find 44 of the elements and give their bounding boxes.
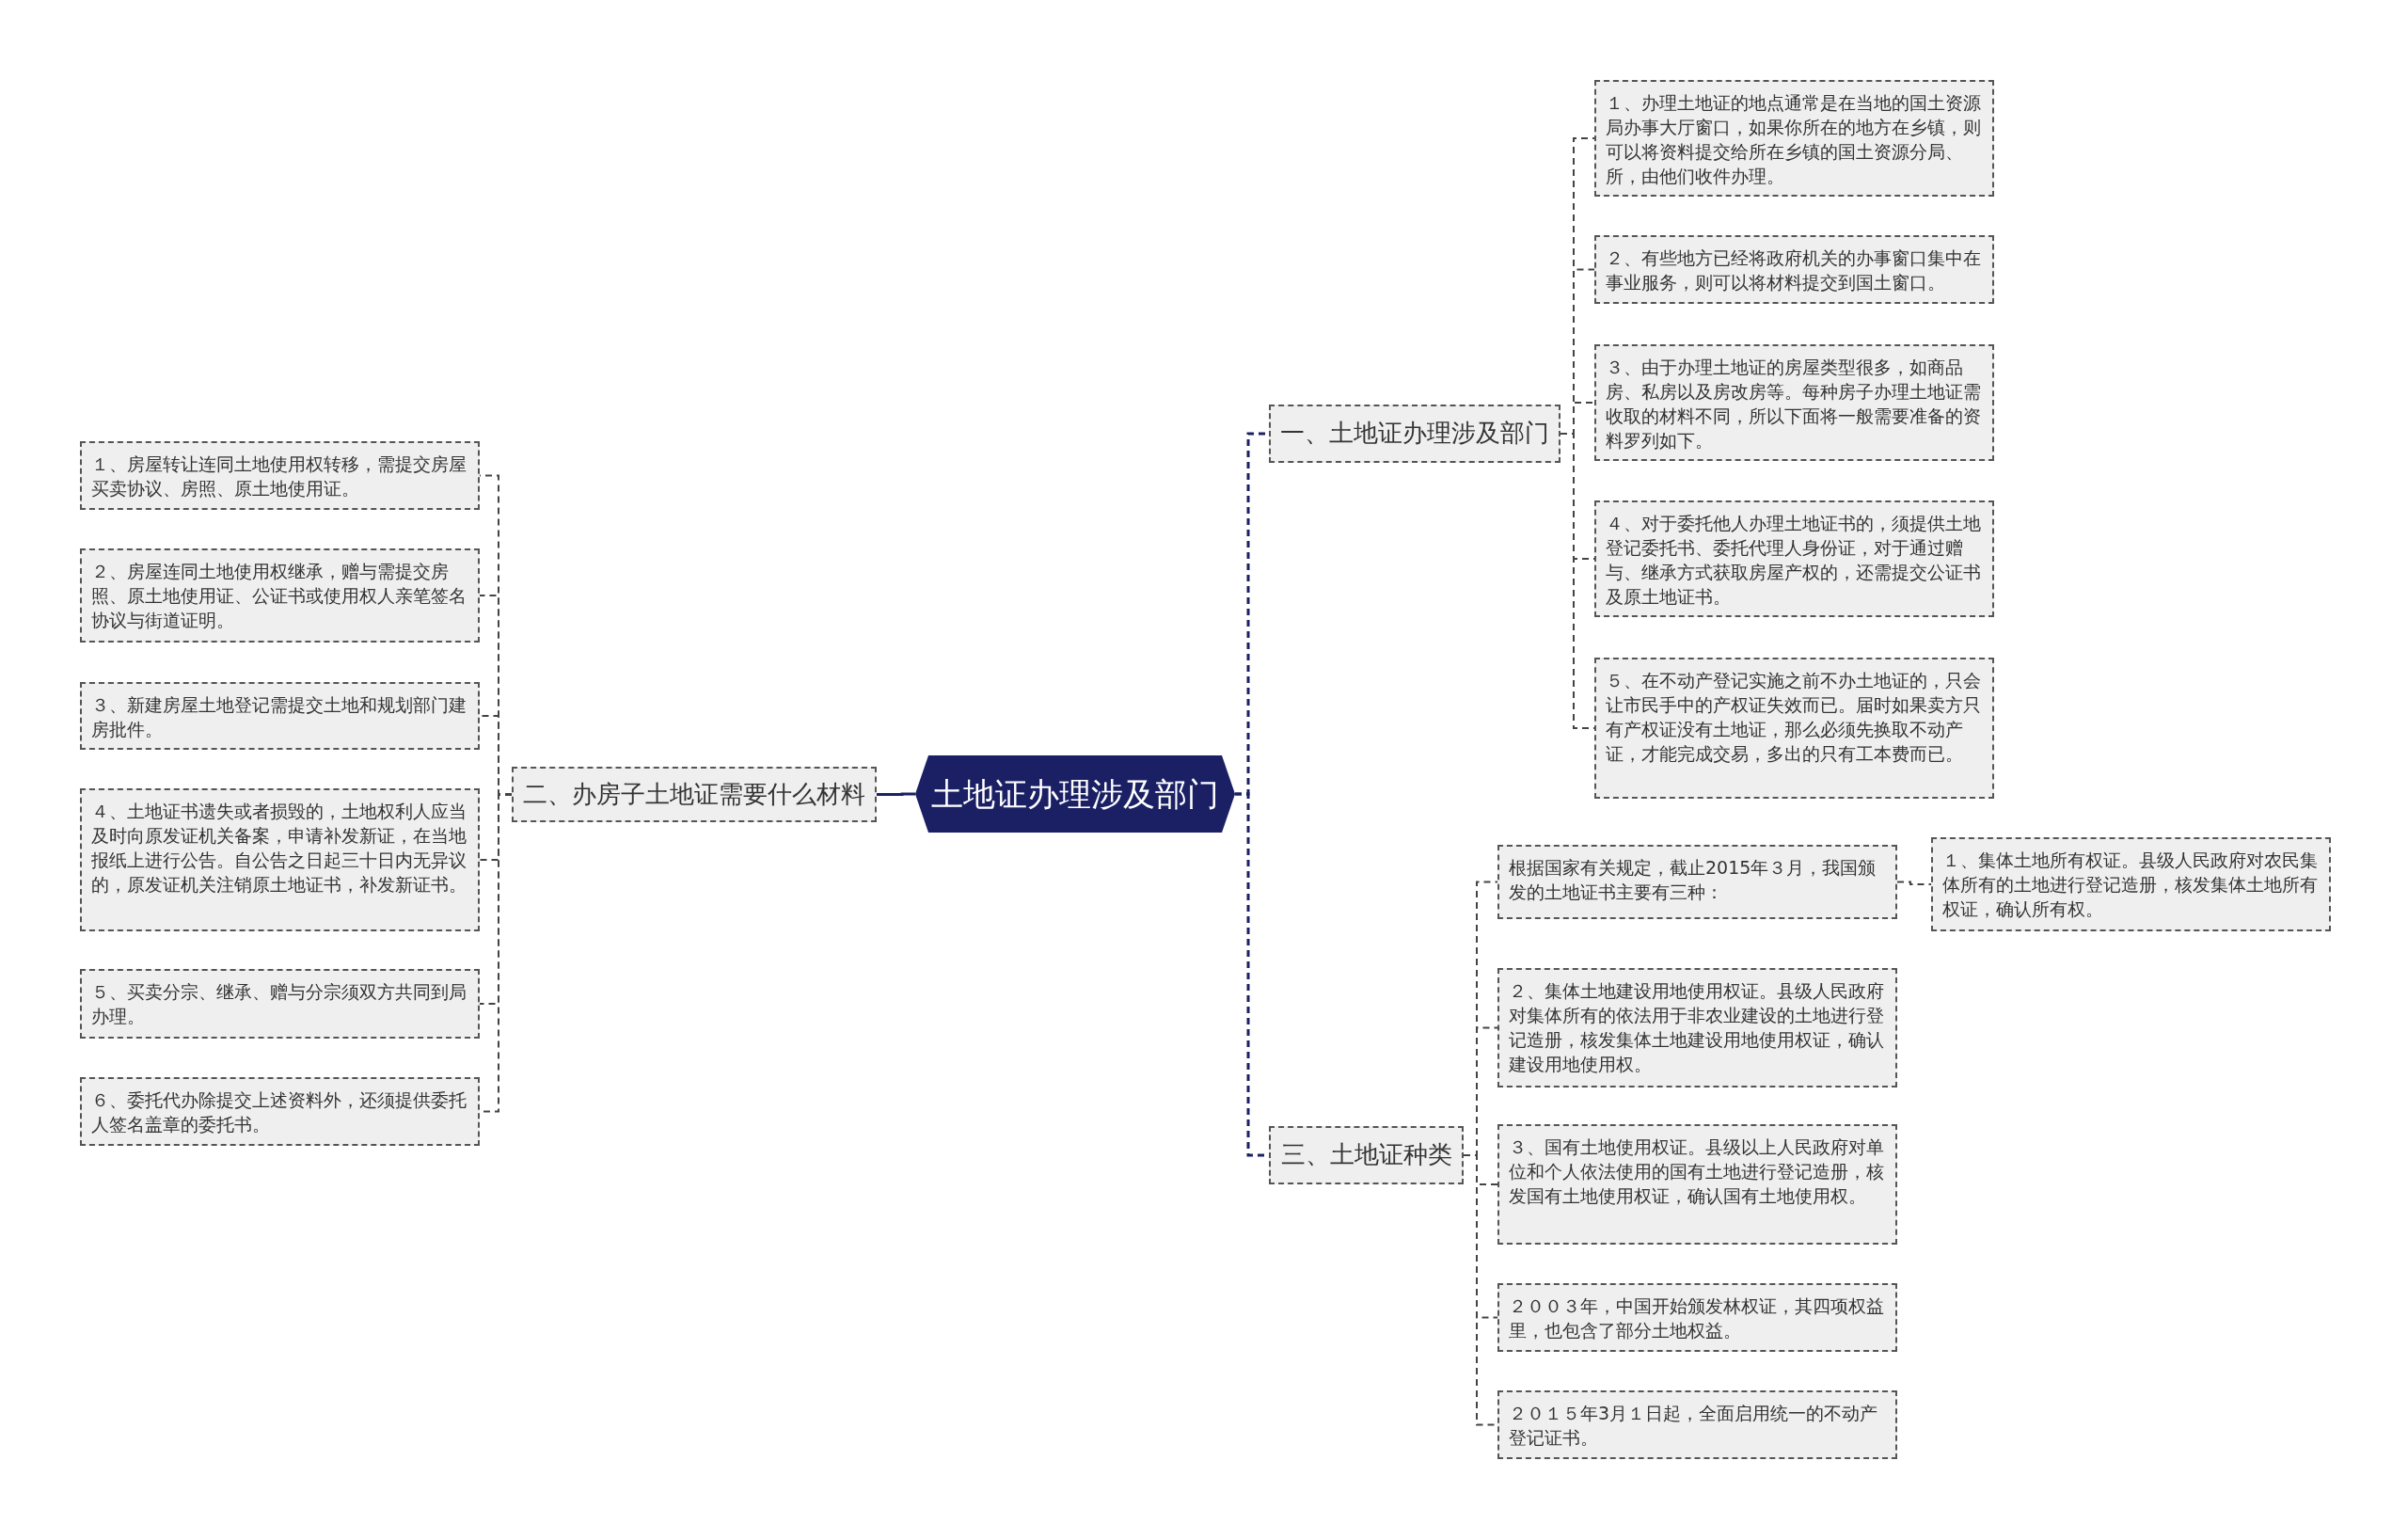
topic-text: 根据国家有关规定，截止2015年３月，我国颁发的土地证书主要有三种： xyxy=(1509,856,1877,904)
note-box xyxy=(1594,344,1994,461)
topic-text: ４、土地证书遗失或者损毁的，土地权利人应当及时向原发证机关备案，申请补发新证，在当地报纸上进行公告。自公告之日起三十日内无异议的，原发证机关注销原土地证书，补发新证书。 xyxy=(91,800,467,897)
note-box xyxy=(1594,658,1994,799)
topic-text: １、房屋转让连同土地使用权转移，需提交房屋买卖协议、房照、原土地使用证。 xyxy=(91,452,467,500)
topic-text: ６、委托代办除提交上述资料外，还须提供委托人签名盖章的委托书。 xyxy=(91,1088,467,1136)
topic-text: ４、对于委托他人办理土地证书的，须提供土地登记委托书、委托代理人身份证，对于通过赠与、继承方式获取房屋产权的，还需提交公证书及原土地证书。 xyxy=(1606,512,1982,609)
topic-text: 三、土地证种类 xyxy=(1280,1140,1452,1170)
note-box xyxy=(1931,837,2331,931)
note-box xyxy=(1594,80,1994,197)
note-box xyxy=(1594,500,1994,617)
branch-topic-box xyxy=(1269,405,1560,463)
topic-text: ３、新建房屋土地登记需提交土地和规划部门建房批件。 xyxy=(91,693,467,741)
note-box xyxy=(1497,968,1897,1088)
topic-text: １、集体土地所有权证。县级人民政府对农民集体所有的土地进行登记造册，核发集体土地所有权证，确认所有权。 xyxy=(1942,849,2319,921)
topic-text: 土地证办理涉及部门 xyxy=(931,774,1219,814)
topic-text: ５、在不动产登记实施之前不办土地证的，只会让市民手中的产权证失效而已。届时如果卖方只有产权证没有土地证，那么必须先换取不动产证，才能完成交易，多出的只有工本费而已。 xyxy=(1606,669,1982,766)
topic-text: ３、由于办理土地证的房屋类型很多，如商品房、私房以及房改房等。每种房子办理土地证需收取的材料不同，所以下面将一般需要准备的资料罗列如下。 xyxy=(1606,356,1982,452)
topic-text: ３、国有土地使用权证。县级以上人民政府对单位和个人依法使用的国有土地进行登记造册，核发国有土地使用权证，确认国有土地使用权。 xyxy=(1509,1135,1885,1208)
topic-text: ５、买卖分宗、继承、赠与分宗须双方共同到局办理。 xyxy=(91,980,467,1028)
note-box xyxy=(80,969,480,1039)
note-box xyxy=(1497,1283,1897,1352)
connector-line xyxy=(1896,881,1932,885)
note-box xyxy=(80,682,480,750)
central-topic-hexagon xyxy=(915,755,1235,833)
note-box xyxy=(80,548,480,643)
topic-text: １、办理土地证的地点通常是在当地的国土资源局办事大厅窗口，如果你所在的地方在乡镇，则可以将资料提交给所在乡镇的国土资源分局、所，由他们收件办理。 xyxy=(1606,91,1982,188)
note-box xyxy=(1497,1390,1897,1459)
note-box xyxy=(80,441,480,510)
note-box xyxy=(1497,845,1897,919)
topic-text: ２０１５年3月１日起，全面启用统一的不动产登记证书。 xyxy=(1509,1402,1879,1450)
note-box xyxy=(80,788,480,931)
connector-line xyxy=(877,792,915,796)
topic-text: 一、土地证办理涉及部门 xyxy=(1280,419,1549,449)
topic-text: 二、办房子土地证需要什么材料 xyxy=(523,779,865,810)
topic-text: ２、有些地方已经将政府机关的办事窗口集中在事业服务，则可以将材料提交到国土窗口。 xyxy=(1606,246,1982,294)
branch-topic-box xyxy=(1269,1126,1464,1184)
topic-text: ２、房屋连同土地使用权继承，赠与需提交房照、原土地使用证、公证书或使用权人亲笔签名协议与街道证明。 xyxy=(91,560,467,632)
note-box xyxy=(80,1077,480,1146)
topic-text: ２、集体土地建设用地使用权证。县级人民政府对集体所有的依法用于非农业建设的土地进行登记造册，核发集体土地建设用地使用权证，确认建设用地使用权。 xyxy=(1509,979,1885,1076)
note-box xyxy=(1497,1124,1897,1245)
branch-topic-box xyxy=(512,767,877,822)
topic-text: ２００３年，中国开始颁发林权证，其四项权益里，也包含了部分土地权益。 xyxy=(1509,1294,1885,1342)
note-box xyxy=(1594,235,1994,304)
